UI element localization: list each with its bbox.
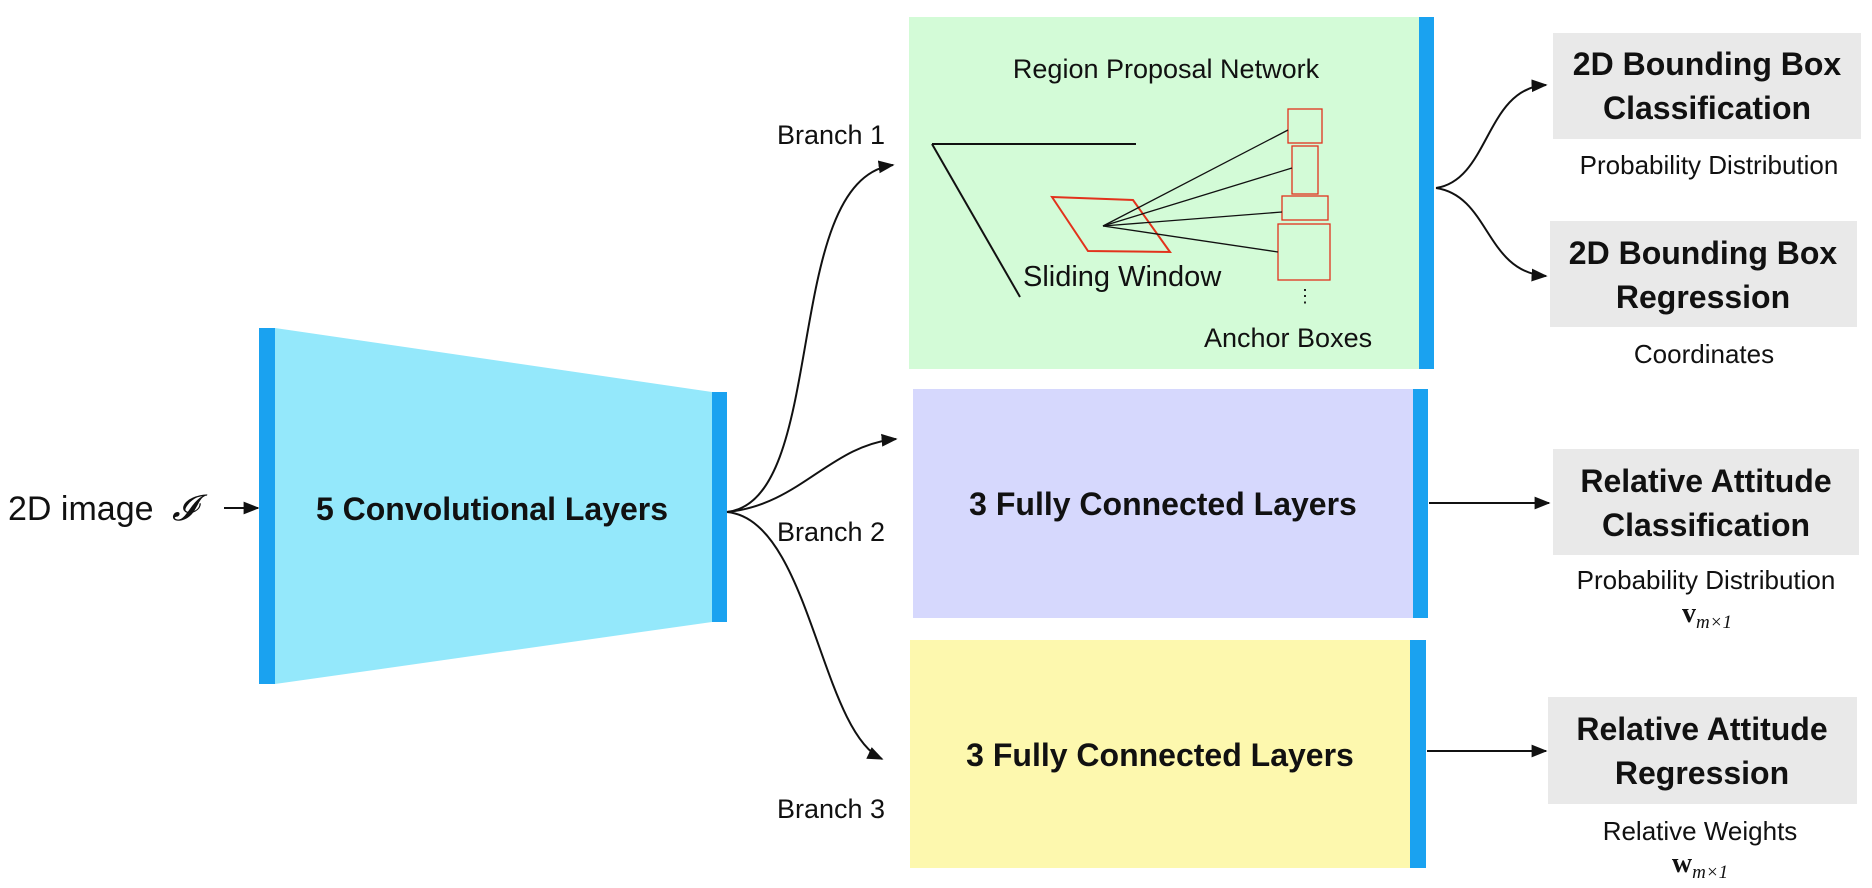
- output-title-line2: Regression: [1616, 279, 1790, 315]
- math-main: v: [1682, 598, 1696, 629]
- rpn-background: [909, 17, 1419, 369]
- sliding-window-shape: [1050, 195, 1172, 254]
- fc1-background: [913, 389, 1413, 618]
- branch-3-label: Branch 3: [777, 794, 885, 824]
- backbone-trapezoid: [275, 328, 712, 684]
- rpn-title: Region Proposal Network: [1013, 54, 1320, 84]
- output-caption: Relative Weights: [1603, 816, 1798, 846]
- rpn-to-classification-arrow: [1435, 79, 1548, 189]
- anchor-box: [1287, 108, 1323, 144]
- input-label: 2D image: [8, 490, 154, 528]
- output-math: wm×1: [1672, 848, 1728, 883]
- anchor-ray: [1102, 225, 1279, 253]
- output-box: [1553, 33, 1861, 139]
- backbone-right-bar: [712, 392, 727, 622]
- fc2-label: 3 Fully Connected Layers: [966, 737, 1354, 773]
- anchor-boxes-label: Anchor Boxes: [1204, 323, 1372, 353]
- sliding-window-label: Sliding Window: [1023, 261, 1222, 293]
- fc1-right-bar: [1413, 389, 1428, 618]
- anchor-ray: [1102, 129, 1289, 227]
- math-subscript: m×1: [1696, 612, 1732, 633]
- fc1-label: 3 Fully Connected Layers: [969, 486, 1357, 522]
- fc2-background: [910, 640, 1410, 868]
- output-bbox-regression: 2D Bounding Box Regression Coordinates: [1550, 221, 1857, 369]
- output-caption: Probability Distribution: [1580, 150, 1839, 180]
- output-title-line2: Regression: [1615, 755, 1789, 791]
- branch-2-curve: [726, 433, 898, 513]
- output-title-line1: 2D Bounding Box: [1569, 235, 1838, 271]
- output-box: [1550, 221, 1857, 327]
- feature-map-left-edge: [931, 143, 1021, 298]
- output-title-line1: Relative Attitude: [1576, 711, 1827, 747]
- backbone-label: 5 Convolutional Layers: [316, 491, 668, 527]
- fc-block-branch-3: 3 Fully Connected Layers: [910, 640, 1426, 868]
- output-box: [1548, 697, 1857, 804]
- input-symbol: 𝓘: [172, 488, 208, 528]
- output-title-line2: Classification: [1603, 90, 1811, 126]
- anchor-box: [1281, 195, 1329, 221]
- output-box: [1553, 449, 1859, 555]
- math-subscript: m×1: [1692, 862, 1728, 883]
- anchor-ellipsis: ⋮: [1296, 286, 1314, 306]
- branch-1-label: Branch 1: [777, 120, 885, 150]
- anchor-ray: [1102, 167, 1293, 227]
- output-attitude-classification: Relative Attitude Classification Probabi…: [1553, 449, 1859, 633]
- output-math: vm×1: [1682, 598, 1732, 633]
- rpn-to-regression-arrow: [1435, 187, 1548, 282]
- anchor-ray: [1102, 211, 1283, 227]
- output-caption: Coordinates: [1634, 339, 1774, 369]
- output-attitude-regression: Relative Attitude Regression Relative We…: [1548, 697, 1857, 883]
- branch-3-curve: [726, 511, 884, 760]
- fc2-right-bar: [1410, 640, 1426, 868]
- math-main: w: [1672, 848, 1693, 879]
- branch-2-label: Branch 2: [777, 517, 885, 547]
- output-caption: Probability Distribution: [1577, 565, 1836, 595]
- anchor-box: [1291, 145, 1319, 195]
- fc-block-branch-2: 3 Fully Connected Layers: [913, 389, 1428, 618]
- backbone-left-bar: [259, 328, 275, 684]
- output-bbox-classification: 2D Bounding Box Classification Probabili…: [1553, 33, 1861, 180]
- output-title-line1: 2D Bounding Box: [1573, 46, 1842, 82]
- branch-1-curve: [726, 160, 895, 513]
- backbone-block: 5 Convolutional Layers: [259, 328, 727, 684]
- rpn-right-bar: [1419, 17, 1434, 369]
- output-title-line2: Classification: [1602, 507, 1810, 543]
- rpn-block: Region Proposal Network ⋮ Sliding Window…: [909, 17, 1434, 369]
- output-title-line1: Relative Attitude: [1580, 463, 1831, 499]
